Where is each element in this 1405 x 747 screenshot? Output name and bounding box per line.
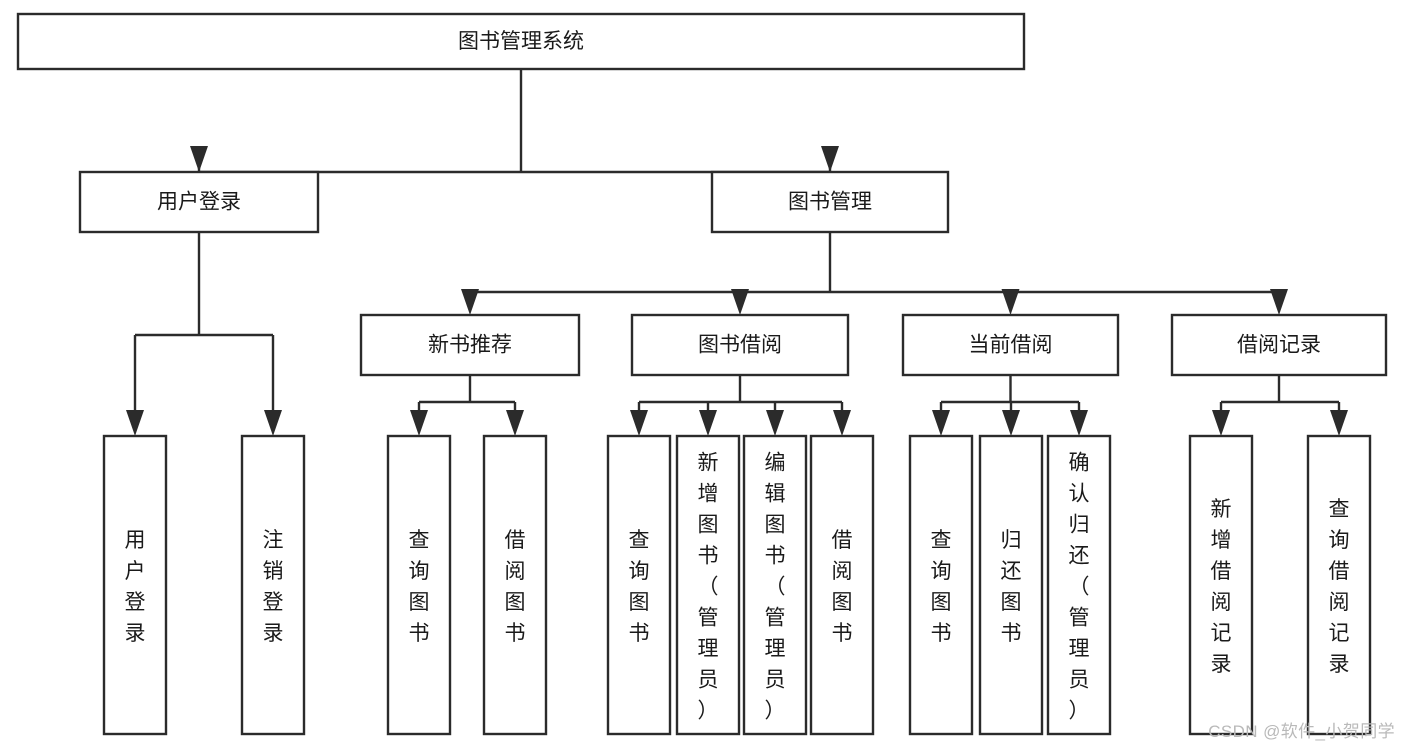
node-box[interactable]: [1188, 434, 1254, 736]
arrow-head-icon: [1001, 289, 1020, 315]
node-label: 编辑图书（管理员）: [765, 452, 786, 723]
node-leaf-query-book-current[interactable]: 查询图书: [908, 434, 974, 736]
node-leaf-confirm-return-admin[interactable]: 确认归还（管理员）: [1046, 434, 1112, 736]
node-label: 当前借阅: [969, 334, 1053, 357]
node-book-borrow[interactable]: 图书借阅: [630, 313, 850, 377]
node-label: 新书推荐: [428, 334, 512, 357]
node-user-login[interactable]: 用户登录: [78, 170, 320, 234]
node-box[interactable]: [359, 313, 581, 377]
arrow-head-icon: [1270, 289, 1288, 315]
node-box[interactable]: [908, 434, 974, 736]
node-label: 确认归还（管理员）: [1069, 452, 1090, 723]
node-box[interactable]: [901, 313, 1120, 377]
arrow-head-icon: [630, 410, 648, 436]
node-box[interactable]: [102, 434, 168, 736]
node-leaf-user-login[interactable]: 用户登录: [102, 434, 168, 736]
node-leaf-add-borrow-record[interactable]: 新增借阅记录: [1188, 434, 1254, 736]
node-leaf-add-book-admin[interactable]: 新增图书（管理员）: [675, 434, 741, 736]
node-label: 新增借阅记录: [1211, 498, 1232, 676]
node-box[interactable]: [809, 434, 875, 736]
node-new-book-rec[interactable]: 新书推荐: [359, 313, 581, 377]
node-label: 借阅记录: [1237, 334, 1321, 357]
node-box[interactable]: [630, 313, 850, 377]
arrow-head-icon: [821, 146, 839, 172]
node-label: 图书管理: [788, 191, 872, 214]
arrow-head-icon: [731, 289, 749, 315]
node-leaf-query-borrow-record[interactable]: 查询借阅记录: [1306, 434, 1372, 736]
node-leaf-user-logout[interactable]: 注销登录: [240, 434, 306, 736]
node-box[interactable]: [16, 12, 1026, 71]
node-label: 归还图书: [1001, 529, 1022, 645]
node-box[interactable]: [742, 434, 808, 736]
node-label: 图书管理系统: [458, 30, 584, 53]
node-box[interactable]: [710, 170, 950, 234]
node-box[interactable]: [978, 434, 1044, 736]
node-label: 查询借阅记录: [1329, 498, 1350, 676]
node-box[interactable]: [1046, 434, 1112, 736]
node-book-manage[interactable]: 图书管理: [710, 170, 950, 234]
node-borrow-record[interactable]: 借阅记录: [1170, 313, 1388, 377]
node-layer: 图书管理系统用户登录图书管理新书推荐图书借阅当前借阅借阅记录用户登录注销登录查询…: [16, 12, 1388, 736]
node-label: 用户登录: [125, 529, 146, 645]
arrow-head-icon: [699, 410, 717, 436]
node-leaf-query-book-rec[interactable]: 查询图书: [386, 434, 452, 736]
arrow-head-icon: [1212, 410, 1230, 436]
node-label: 查询图书: [629, 529, 650, 645]
node-box[interactable]: [482, 434, 548, 736]
node-leaf-return-book[interactable]: 归还图书: [978, 434, 1044, 736]
arrow-head-icon: [1330, 410, 1348, 436]
node-label: 查询图书: [931, 529, 952, 645]
node-label: 借阅图书: [832, 529, 853, 645]
node-label: 注销登录: [263, 529, 284, 645]
node-box[interactable]: [78, 170, 320, 234]
arrow-head-icon: [1002, 410, 1020, 436]
node-label: 新增图书（管理员）: [698, 452, 719, 723]
node-leaf-borrow-book-rec[interactable]: 借阅图书: [482, 434, 548, 736]
arrow-head-icon: [833, 410, 851, 436]
arrow-head-icon: [264, 410, 282, 436]
node-root-system[interactable]: 图书管理系统: [16, 12, 1026, 71]
arrow-head-icon: [766, 410, 784, 436]
node-leaf-query-book-borrow[interactable]: 查询图书: [606, 434, 672, 736]
node-box[interactable]: [1170, 313, 1388, 377]
node-label: 图书借阅: [698, 334, 782, 357]
arrow-head-icon: [932, 410, 950, 436]
node-leaf-edit-book-admin[interactable]: 编辑图书（管理员）: [742, 434, 808, 736]
node-box[interactable]: [606, 434, 672, 736]
arrow-head-icon: [410, 410, 428, 436]
node-box[interactable]: [1306, 434, 1372, 736]
arrow-head-icon: [506, 410, 524, 436]
node-box[interactable]: [386, 434, 452, 736]
node-label: 查询图书: [409, 529, 430, 645]
arrow-head-icon: [1070, 410, 1088, 436]
node-current-borrow[interactable]: 当前借阅: [901, 313, 1120, 377]
node-leaf-borrow-book[interactable]: 借阅图书: [809, 434, 875, 736]
connector-layer: [126, 69, 1348, 436]
node-box[interactable]: [240, 434, 306, 736]
arrow-head-icon: [461, 289, 479, 315]
node-label: 用户登录: [157, 191, 241, 214]
arrow-head-icon: [126, 410, 144, 436]
node-box[interactable]: [675, 434, 741, 736]
node-label: 借阅图书: [505, 529, 526, 645]
arrow-head-icon: [190, 146, 208, 172]
